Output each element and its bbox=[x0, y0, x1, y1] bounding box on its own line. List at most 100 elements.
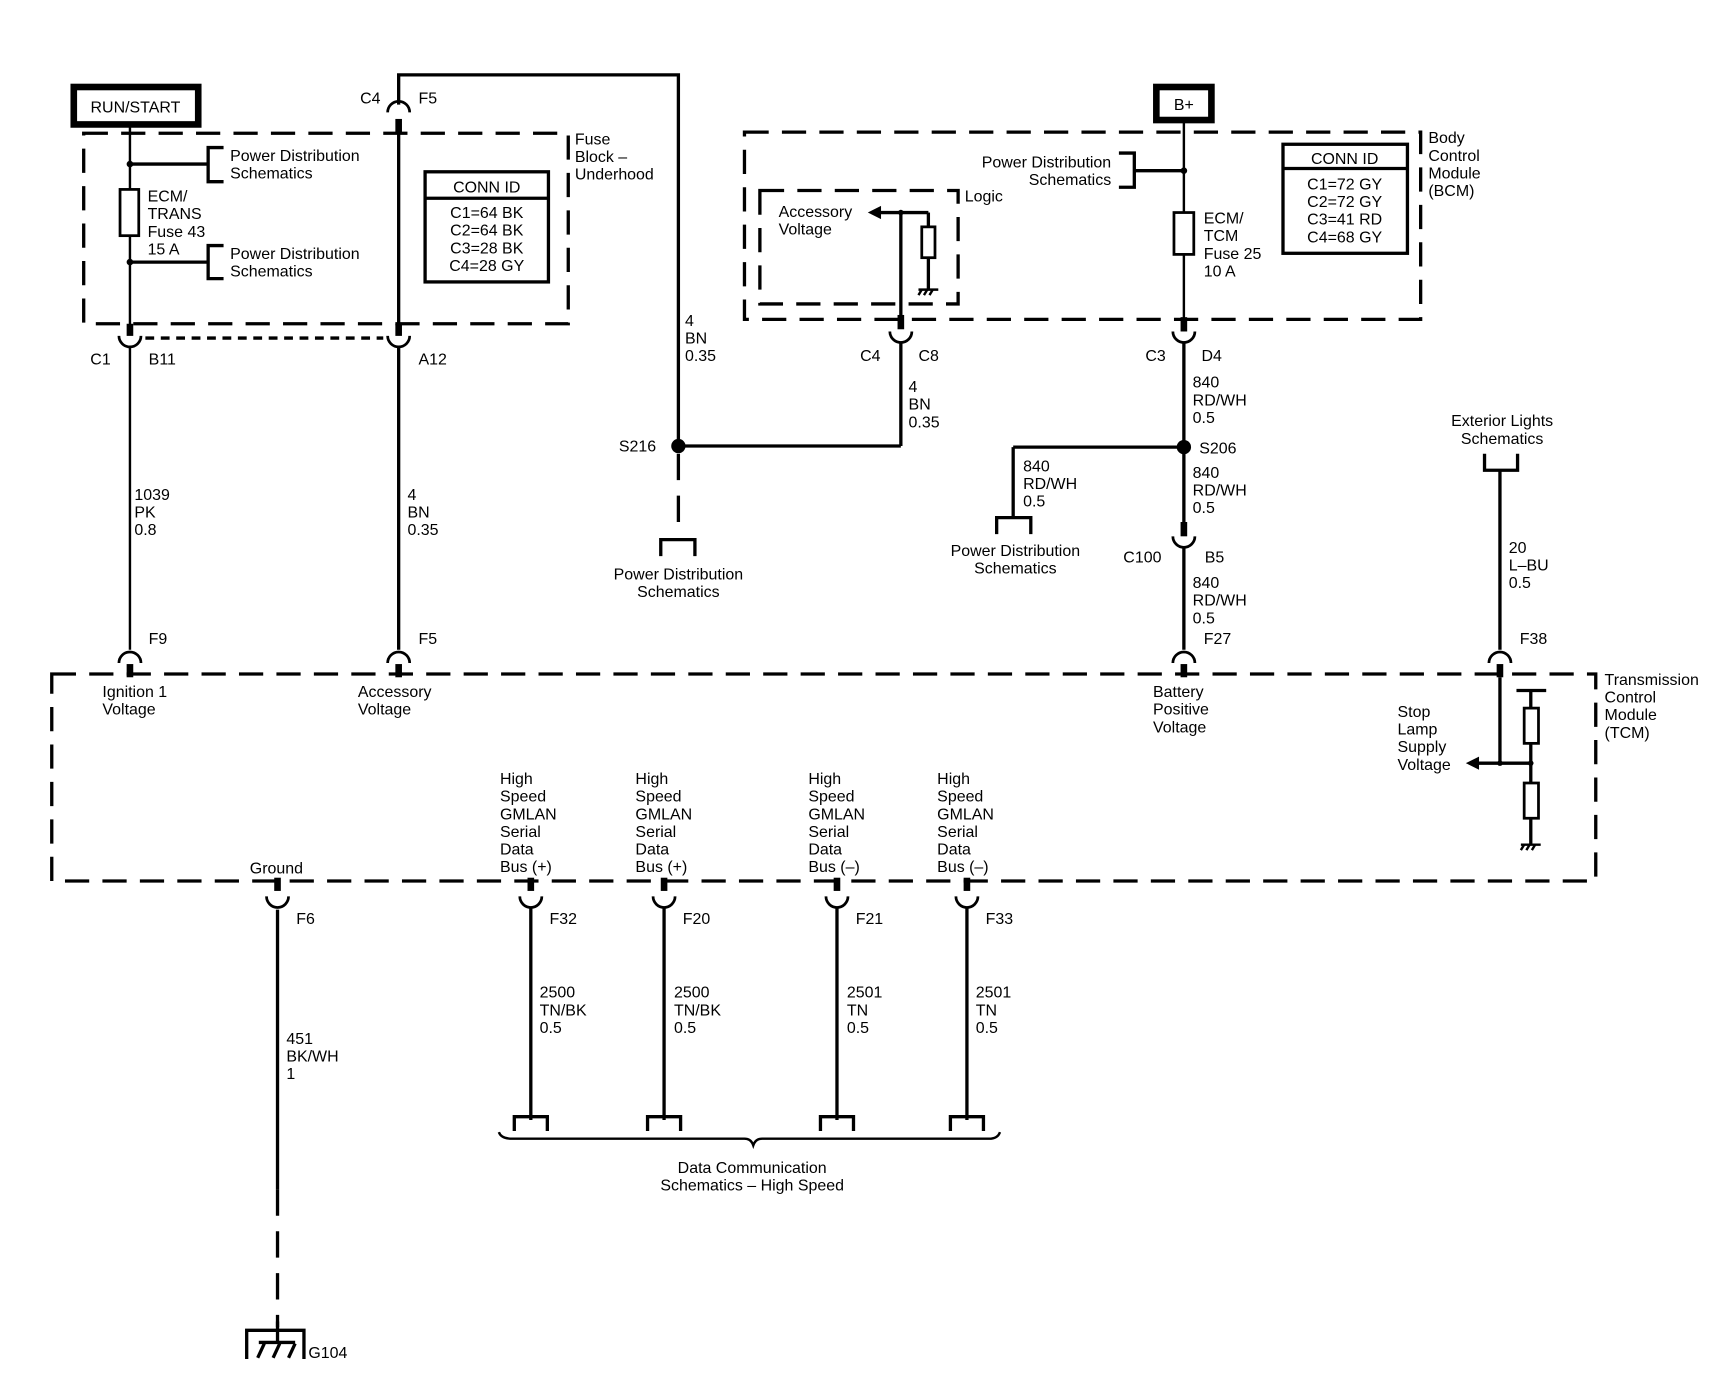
connector-a12-icon bbox=[386, 335, 412, 349]
svg-text:Transmission: Transmission bbox=[1605, 672, 1699, 689]
svg-text:(BCM): (BCM) bbox=[1428, 183, 1474, 200]
conn-label-f32: F32 bbox=[550, 911, 578, 928]
svg-text:451: 451 bbox=[286, 1031, 313, 1048]
pin bbox=[527, 877, 535, 891]
svg-text:BN: BN bbox=[909, 397, 931, 414]
bcm-boundary bbox=[742, 130, 1423, 322]
svg-text:Voltage: Voltage bbox=[358, 702, 411, 719]
run-start-label: RUN/START bbox=[91, 99, 181, 116]
wire-label-2501-a: 2501 TN 0.5 bbox=[847, 985, 883, 1037]
svg-text:Bus (+): Bus (+) bbox=[635, 859, 687, 876]
data-comm-bracket bbox=[645, 1115, 683, 1131]
svg-text:Speed: Speed bbox=[500, 789, 546, 806]
wire-label-840-c: 840 RD/WH 0.5 bbox=[1193, 575, 1247, 627]
fuse-block-label: Fuse Block – Underhood bbox=[575, 131, 654, 183]
pin bbox=[1180, 664, 1188, 678]
svg-text:Battery: Battery bbox=[1153, 684, 1204, 701]
svg-text:Block –: Block – bbox=[575, 149, 627, 166]
gmlan-label-f33: High Speed GMLAN Serial Data Bus (–) bbox=[937, 771, 994, 876]
svg-text:4: 4 bbox=[909, 379, 918, 396]
svg-text:Body: Body bbox=[1428, 130, 1464, 147]
connector-f33-icon bbox=[954, 896, 980, 909]
svg-text:2501: 2501 bbox=[847, 985, 883, 1002]
pin bbox=[126, 323, 134, 336]
conn-label-c1: C1 bbox=[90, 352, 111, 369]
exterior-lights-ref[interactable]: Exterior Lights Schematics bbox=[1451, 413, 1553, 448]
svg-text:Underhood: Underhood bbox=[575, 167, 654, 184]
conn-label-f6: F6 bbox=[296, 911, 315, 928]
svg-text:Schematics: Schematics bbox=[230, 263, 312, 280]
pin bbox=[963, 877, 971, 891]
pd-reference-bracket-4 bbox=[1118, 151, 1136, 189]
conn-id-title: CONN ID bbox=[453, 180, 520, 197]
pin bbox=[395, 118, 402, 135]
power-distribution-ref-3[interactable]: Power Distribution Schematics bbox=[614, 566, 743, 601]
wire-label-20: 20 L–BU 0.5 bbox=[1509, 540, 1549, 592]
svg-text:Schematics: Schematics bbox=[974, 561, 1056, 578]
pd-reference-bracket-3 bbox=[659, 537, 697, 557]
svg-text:Serial: Serial bbox=[635, 824, 676, 841]
svg-text:BK/WH: BK/WH bbox=[286, 1049, 338, 1066]
conn-id-row: C2=72 GY bbox=[1307, 194, 1382, 211]
conn-id-table-fuse-block: CONN ID C1=64 BK C2=64 BK C3=28 BK C4=28… bbox=[423, 170, 551, 284]
svg-text:GMLAN: GMLAN bbox=[635, 806, 692, 823]
tcm-accessory-label: Accessory Voltage bbox=[358, 684, 432, 719]
connector-f27-icon bbox=[1171, 650, 1197, 664]
svg-text:Data: Data bbox=[937, 842, 971, 859]
logic-label: Logic bbox=[965, 189, 1003, 206]
svg-text:0.5: 0.5 bbox=[1509, 575, 1531, 592]
svg-text:Power Distribution: Power Distribution bbox=[982, 154, 1111, 171]
power-distribution-ref-4[interactable]: Power Distribution Schematics bbox=[982, 154, 1111, 189]
svg-text:Fuse 25: Fuse 25 bbox=[1204, 246, 1262, 263]
data-comm-ref[interactable]: Data Communication Schematics – High Spe… bbox=[660, 1160, 844, 1195]
svg-text:Data: Data bbox=[808, 842, 842, 859]
conn-id-row: C3=28 BK bbox=[450, 240, 524, 257]
conn-id-row: C3=41 RD bbox=[1307, 212, 1382, 229]
svg-text:TN: TN bbox=[976, 1002, 997, 1019]
svg-text:High: High bbox=[808, 771, 841, 788]
svg-text:Serial: Serial bbox=[500, 824, 541, 841]
connector-c4-f5-top-icon bbox=[386, 100, 412, 113]
gmlan-label-f21: High Speed GMLAN Serial Data Bus (–) bbox=[808, 771, 865, 876]
power-distribution-ref-5[interactable]: Power Distribution Schematics bbox=[951, 543, 1080, 578]
svg-text:4: 4 bbox=[685, 313, 694, 330]
connector-f9-icon bbox=[117, 650, 143, 664]
ground-label-g104: G104 bbox=[308, 1345, 347, 1362]
conn-id-title: CONN ID bbox=[1311, 151, 1378, 168]
ground-symbol-icon bbox=[1519, 843, 1541, 851]
power-distribution-ref-1[interactable]: Power Distribution Schematics bbox=[230, 148, 359, 183]
svg-text:0.5: 0.5 bbox=[847, 1020, 869, 1037]
ground-g104-icon bbox=[245, 1321, 306, 1359]
run-start-box bbox=[70, 83, 202, 128]
conn-label-b11: B11 bbox=[149, 352, 176, 369]
conn-id-table-bcm: CONN ID C1=72 GY C2=72 GY C3=41 RD C4=68… bbox=[1281, 142, 1410, 255]
svg-text:0.5: 0.5 bbox=[1193, 610, 1215, 627]
svg-text:Module: Module bbox=[1605, 707, 1657, 724]
svg-text:Schematics: Schematics bbox=[1029, 172, 1111, 189]
svg-text:PK: PK bbox=[134, 505, 156, 522]
ground-symbol-icon bbox=[917, 288, 939, 296]
pin bbox=[395, 323, 402, 336]
gmlan-label-f32: High Speed GMLAN Serial Data Bus (+) bbox=[500, 771, 557, 876]
svg-text:RD/WH: RD/WH bbox=[1023, 476, 1077, 493]
svg-text:BN: BN bbox=[685, 331, 707, 348]
data-comm-bracket bbox=[512, 1115, 549, 1131]
svg-text:Power Distribution: Power Distribution bbox=[951, 543, 1080, 560]
svg-text:Power Distribution: Power Distribution bbox=[230, 148, 359, 165]
svg-text:Data Communication: Data Communication bbox=[678, 1160, 827, 1177]
conn-label-f33: F33 bbox=[986, 911, 1014, 928]
svg-text:Positive: Positive bbox=[1153, 702, 1209, 719]
svg-text:2500: 2500 bbox=[674, 985, 710, 1002]
wire-label-840-pd: 840 RD/WH 0.5 bbox=[1023, 458, 1077, 510]
fuse-43-label: ECM/ TRANS Fuse 43 15 A bbox=[148, 189, 206, 259]
svg-text:15 A: 15 A bbox=[148, 241, 180, 258]
pin bbox=[126, 664, 134, 678]
power-distribution-ref-2[interactable]: Power Distribution Schematics bbox=[230, 246, 359, 281]
svg-text:GMLAN: GMLAN bbox=[808, 806, 865, 823]
conn-label-c4-bcm: C4 bbox=[860, 348, 881, 365]
svg-text:Speed: Speed bbox=[937, 789, 983, 806]
connector-c1-b11-icon bbox=[117, 335, 143, 349]
svg-text:Bus (–): Bus (–) bbox=[808, 859, 859, 876]
conn-label-f27: F27 bbox=[1204, 631, 1232, 648]
